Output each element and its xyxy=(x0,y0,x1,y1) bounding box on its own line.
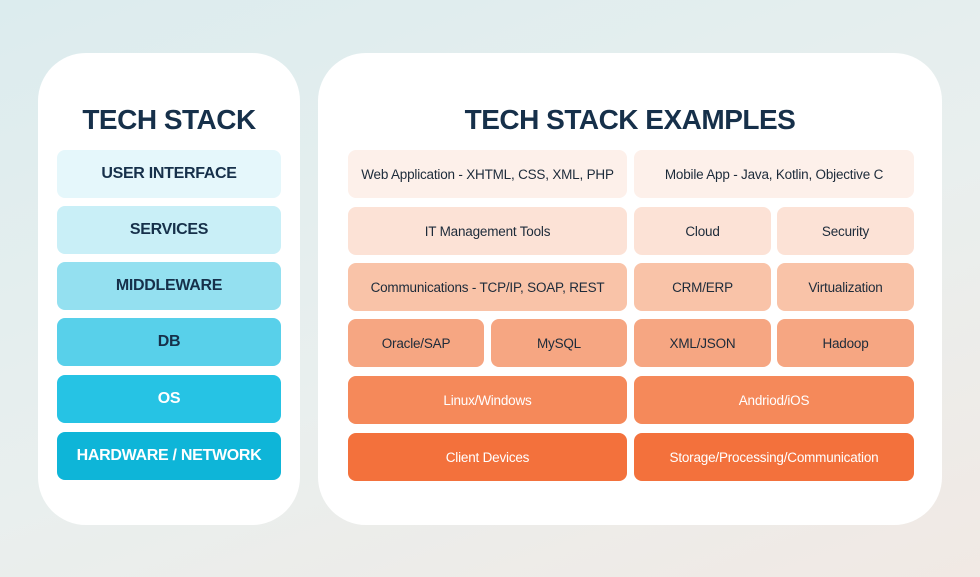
layer-os: OS xyxy=(57,375,281,423)
example-security: Security xyxy=(777,207,914,255)
layer-db: DB xyxy=(57,318,281,366)
example-xml-json: XML/JSON xyxy=(634,319,771,367)
example-android-ios: Andriod/iOS xyxy=(634,376,914,424)
example-oracle-sap: Oracle/SAP xyxy=(348,319,484,367)
example-client-devices: Client Devices xyxy=(348,433,627,481)
layer-middleware: MIDDLEWARE xyxy=(57,262,281,310)
layer-hardware-network: HARDWARE / NETWORK xyxy=(57,432,281,480)
example-storage-processing-communication: Storage/Processing/Communication xyxy=(634,433,914,481)
layer-user-interface: USER INTERFACE xyxy=(57,150,281,198)
layer-services: SERVICES xyxy=(57,206,281,254)
example-communications: Communications - TCP/IP, SOAP, REST xyxy=(348,263,627,311)
example-hadoop: Hadoop xyxy=(777,319,914,367)
tech-stack-title: TECH STACK xyxy=(82,104,256,135)
example-cloud: Cloud xyxy=(634,207,771,255)
example-web-application: Web Application - XHTML, CSS, XML, PHP xyxy=(348,150,627,198)
example-it-management-tools: IT Management Tools xyxy=(348,207,627,255)
example-linux-windows: Linux/Windows xyxy=(348,376,627,424)
example-crm-erp: CRM/ERP xyxy=(634,263,771,311)
example-virtualization: Virtualization xyxy=(777,263,914,311)
example-mobile-app: Mobile App - Java, Kotlin, Objective C xyxy=(634,150,914,198)
tech-stack-examples-title: TECH STACK EXAMPLES xyxy=(464,104,796,135)
example-mysql: MySQL xyxy=(491,319,627,367)
